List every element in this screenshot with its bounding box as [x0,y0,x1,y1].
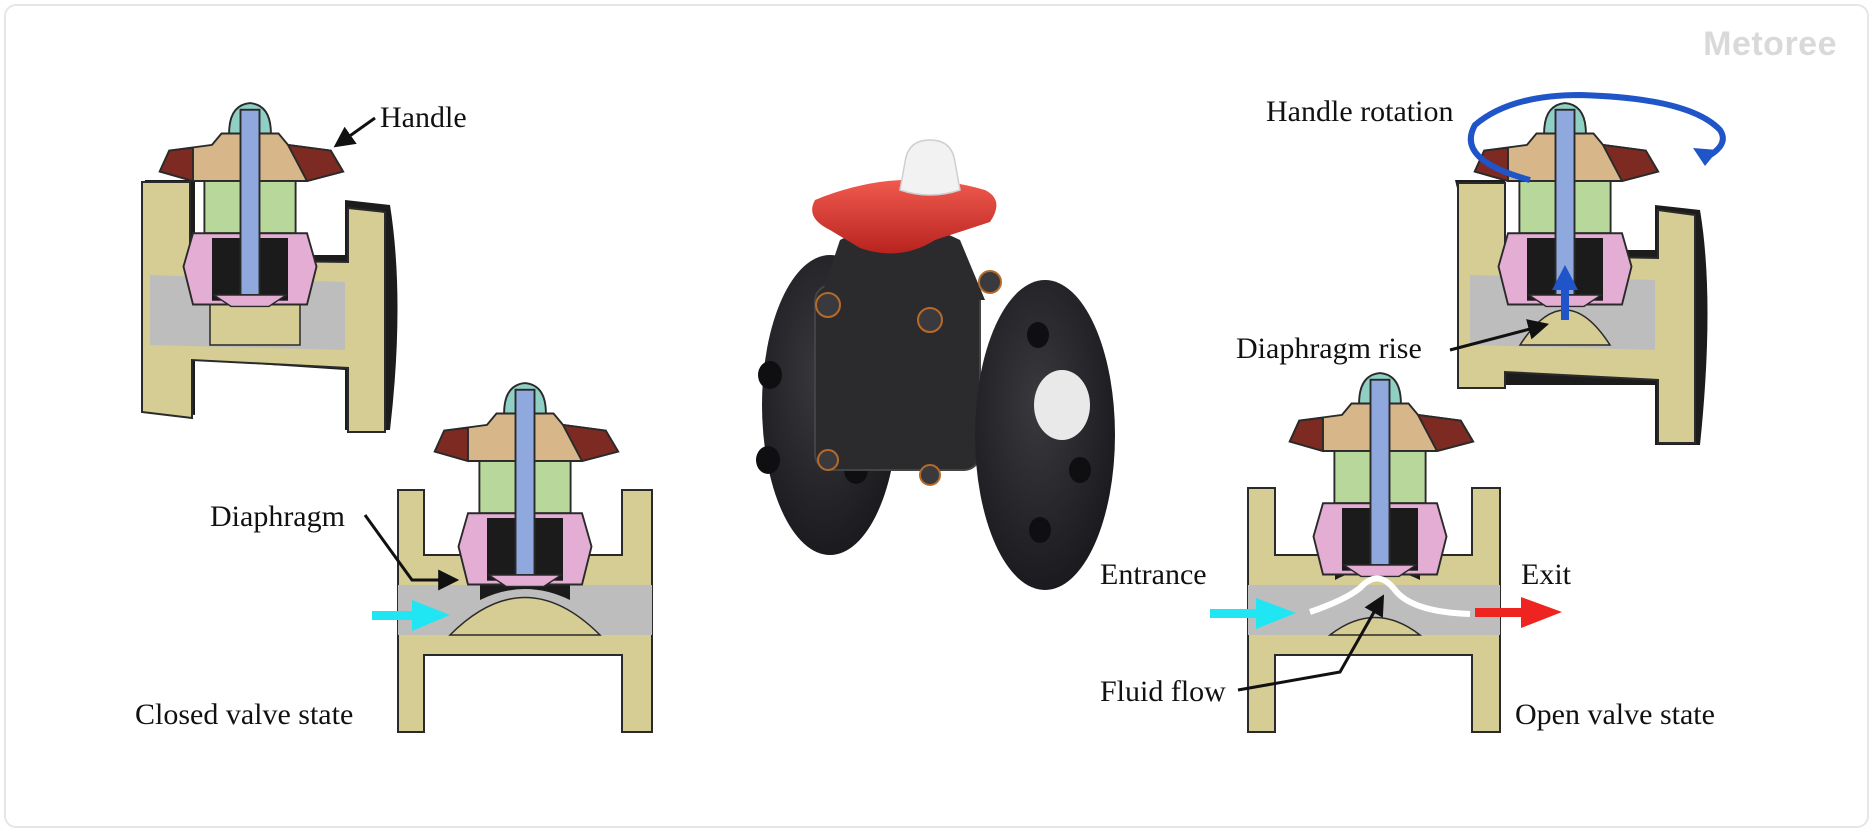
inlet-arrow-closed [372,600,450,631]
label-entrance: Entrance [1100,558,1207,591]
leader-handle [333,116,376,148]
open-valve-section [1247,372,1501,733]
label-handle-rotation: Handle rotation [1266,95,1454,128]
label-diaphragm-rise: Diaphragm rise [1236,332,1422,365]
leader-diaphragm-rise [1449,319,1550,352]
leader-diaphragm [363,514,460,591]
inlet-arrow-open [1210,598,1296,629]
label-closed-valve-state: Closed valve state [135,698,354,731]
metoree-watermark: Metoree [1703,25,1837,63]
label-fluid-flow: Fluid flow [1100,675,1226,708]
label-diaphragm: Diaphragm [210,500,345,533]
cutaway-valve-top-left [141,102,398,433]
cutaway-valve-top-right [1455,91,1726,445]
closed-valve-section [397,382,653,733]
outlet-arrow-open [1475,597,1562,628]
valve-3d-render [756,139,1115,590]
label-open-valve-state: Open valve state [1515,698,1715,731]
leader-fluid-flow [1237,594,1385,692]
label-handle: Handle [380,101,467,134]
label-exit: Exit [1521,558,1571,591]
